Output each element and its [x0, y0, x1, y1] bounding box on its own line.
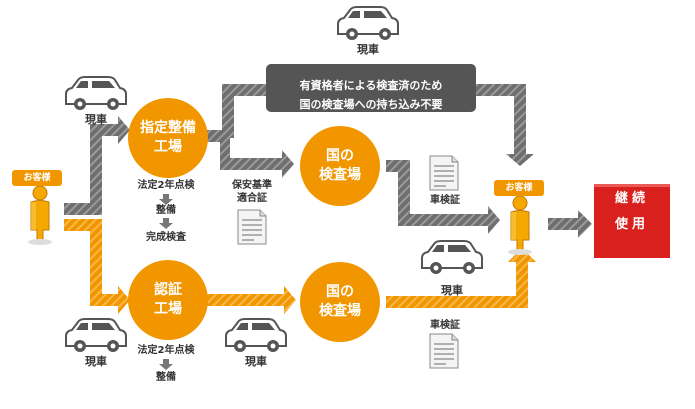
arrow-customer-to-designated	[64, 116, 130, 215]
step-arrow-top-1	[159, 194, 173, 205]
arrow-customer-to-certified	[64, 219, 130, 314]
inspection-top-circle	[300, 126, 380, 206]
final-label: 継続 使用	[614, 191, 649, 232]
vehicle-cert-bottom-label: 車検証	[430, 320, 460, 331]
car-top-label: 現車	[357, 43, 379, 56]
safety-cert-doc-icon	[237, 209, 267, 245]
arrow-certified-to-inspection	[206, 286, 296, 314]
car-left-top-label: 現車	[85, 113, 107, 126]
customer-start-badge: お客様	[12, 170, 62, 186]
step-arrow-top-2	[159, 218, 173, 229]
gray-arrows	[64, 84, 592, 238]
car-mid-bottom-label: 現車	[245, 355, 267, 368]
inspection-bottom-circle	[300, 262, 380, 342]
designated-factory-circle	[128, 98, 208, 178]
arrow-customer-to-final	[548, 210, 592, 238]
car-left-bottom-label: 現車	[85, 355, 107, 368]
inspection-bottom-label: 国の 検査場	[319, 284, 361, 319]
car-right-icon	[421, 240, 483, 275]
car-left-bottom-icon	[65, 318, 127, 353]
designated-factory-label: 指定整備 工場	[140, 120, 196, 155]
steps-top-maintenance: 整備	[156, 205, 176, 216]
customer-start-person-icon	[27, 185, 53, 246]
final-box	[594, 184, 670, 258]
steps-bottom-maintenance: 整備	[156, 372, 176, 383]
vehicle-cert-top-doc-icon	[429, 155, 459, 191]
certified-factory-label: 認証 工場	[154, 282, 182, 317]
step-arrow-bottom-1	[159, 359, 173, 370]
vehicle-cert-top-label: 車検証	[430, 195, 460, 206]
car-right-label: 現車	[441, 284, 463, 297]
steps-top-completion: 完成検査	[146, 232, 186, 243]
steps-bottom-inspection: 法定2年点検	[137, 345, 195, 356]
car-left-top-icon	[65, 76, 127, 111]
safety-cert-label-2: 適合証	[237, 193, 267, 204]
customer-end-badge: お客様	[494, 180, 544, 196]
customer-end-person-icon	[507, 195, 533, 256]
banner-text: 有資格者による検査済のため 国の検査場への持ち込み不要	[299, 79, 443, 111]
inspection-top-label: 国の 検査場	[319, 148, 361, 183]
arrow-designated-to-banner	[222, 84, 270, 138]
vehicle-cert-bottom-doc-icon	[429, 333, 459, 369]
certified-factory-circle	[128, 260, 208, 340]
banner-box	[266, 64, 476, 112]
car-top-icon	[337, 6, 399, 41]
arrow-designated-to-inspection	[206, 130, 294, 178]
arrow-inspection-to-customer	[386, 160, 500, 234]
arrow-banner-to-customer	[476, 84, 534, 166]
steps-top-inspection: 法定2年点検	[137, 180, 195, 191]
car-mid-bottom-icon	[225, 318, 287, 353]
safety-cert-label-1: 保安基準	[232, 180, 272, 191]
